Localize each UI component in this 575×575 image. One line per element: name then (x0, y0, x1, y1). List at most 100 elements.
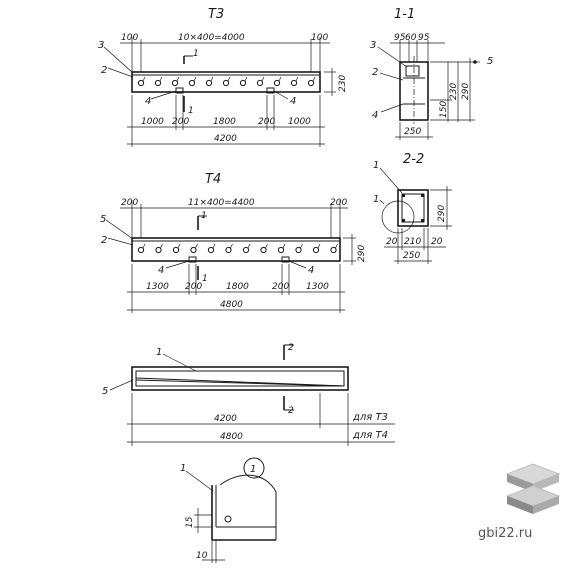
plan-callout-1: 1 (156, 347, 162, 358)
detail-leader-1 (185, 470, 214, 492)
t4-dim-b3: 200 (272, 282, 289, 292)
hole (155, 246, 162, 254)
plan-callout-5: 5 (102, 386, 108, 397)
t4-dim-total: 4800 (220, 300, 243, 310)
hole (172, 246, 180, 254)
t4-dim-b2: 1800 (226, 282, 249, 292)
s11-dim-r1: 230 (449, 83, 459, 100)
hole-tick (317, 243, 321, 249)
hole-tick (177, 243, 181, 249)
s22-dim-b2: 20 (431, 237, 443, 247)
hole-tick (300, 243, 303, 249)
hole (188, 79, 196, 87)
detail-dim-vertical: 15 (185, 516, 195, 528)
detail-number-circle (243, 457, 265, 479)
s22-leader-1b (379, 199, 385, 205)
t4-holes (137, 243, 338, 254)
s22-body (397, 189, 429, 227)
hole (330, 246, 337, 254)
hole-tick (212, 243, 216, 249)
hole-tick (210, 76, 214, 82)
hole (273, 79, 281, 87)
s22-dim-height: 290 (437, 205, 447, 222)
hole (290, 79, 298, 87)
hole (137, 79, 145, 87)
hole (205, 79, 213, 87)
sec22-title: 2-2 (403, 152, 424, 167)
plan-inner (135, 370, 345, 387)
t3-beam-body (131, 71, 321, 93)
t3-dim-top-main: 10×400=4000 (178, 33, 245, 43)
t4-dim-height: 290 (357, 245, 367, 262)
s22-rebar-bl (402, 219, 405, 222)
s22-rebar-tr (421, 194, 424, 197)
hole-tick (335, 243, 338, 249)
hole (171, 79, 179, 87)
s11-callout-2: 2 (372, 67, 378, 78)
detail-dim-horizontal: 10 (196, 551, 208, 561)
s11-leader-2 (379, 72, 404, 81)
t3-embed-plate-right (266, 87, 275, 94)
t3-leader-4a (150, 90, 177, 100)
hole-tick (227, 76, 231, 82)
s22-dim-width: 250 (403, 251, 420, 261)
plan-sec-label-bottom: 2 (288, 406, 294, 416)
t3-embed-plate-left (175, 87, 184, 94)
hole-tick (142, 243, 146, 249)
hole-tick (265, 243, 268, 249)
s11-dim-top1: 60 (405, 33, 417, 43)
hole-tick (247, 243, 251, 249)
t3-callout-4a: 4 (145, 96, 151, 107)
hole (256, 79, 264, 87)
s11-dim-r2: 290 (461, 83, 471, 100)
t4-dim-b0: 1300 (146, 282, 169, 292)
t4-embed-plate-left (188, 256, 197, 263)
t4-dim-b4: 1300 (306, 282, 329, 292)
detail-number: 1 (250, 464, 256, 475)
t3-callout-4b: 4 (290, 96, 296, 107)
t3-leader-2 (107, 67, 134, 78)
t4-title: Т4 (205, 172, 221, 187)
plan-diagonal-bottom (135, 379, 345, 387)
plan-leader-5 (109, 379, 134, 391)
hole-tick (176, 76, 180, 82)
s11-dim-top0: 95 (394, 33, 406, 43)
hole (190, 246, 197, 254)
t4-dim-top-right: 200 (330, 198, 347, 208)
s11-dim-width: 250 (404, 127, 421, 137)
hole-tick (261, 76, 265, 82)
section-2-2: 2-2 290 20 210 20 250 1 1 (373, 152, 452, 264)
watermark-text: gbi22.ru (478, 526, 533, 541)
s22-rebar-tl (402, 194, 405, 197)
t3-dim-b2: 1800 (213, 117, 236, 127)
t3-dim-b0: 1000 (141, 117, 164, 127)
plan-leader-1 (162, 353, 197, 372)
t3-dim-b4: 1000 (288, 117, 311, 127)
hole (239, 79, 247, 87)
section-1-1: 1-1 95 60 95 150 230 290 250 3 2 4 (370, 7, 493, 140)
s11-leader-4 (380, 103, 404, 113)
detail-rebar (224, 515, 232, 523)
s22-dim-b1: 210 (404, 237, 421, 247)
t4-beam-body (131, 237, 341, 262)
s22-inner (401, 193, 425, 223)
hole-tick (160, 243, 163, 249)
t3-elevation: Т3 100 10×400=4000 100 1 1 230 3 2 4 (98, 7, 348, 147)
detail-outline-curve (219, 474, 277, 540)
t4-callout-4b: 4 (308, 265, 314, 276)
s22-callout-1a: 1 (373, 160, 379, 171)
t3-sec-label-top: 1 (193, 49, 199, 59)
s11-leader-3 (377, 46, 408, 68)
plan-for-t4: для Т4 (352, 430, 388, 441)
s22-dim-b0: 20 (386, 237, 398, 247)
plan-outer (131, 366, 349, 391)
t4-leader-2 (107, 237, 134, 246)
sec11-title: 1-1 (394, 7, 415, 22)
t3-dim-height: 230 (338, 75, 348, 92)
t3-dim-top-left: 100 (121, 33, 138, 43)
hole (307, 79, 315, 87)
s11-dim-r0: 150 (439, 101, 449, 118)
t4-callout-2: 2 (101, 235, 107, 246)
s22-callout-1b: 1 (373, 194, 379, 205)
t3-callout-3: 3 (98, 40, 104, 51)
